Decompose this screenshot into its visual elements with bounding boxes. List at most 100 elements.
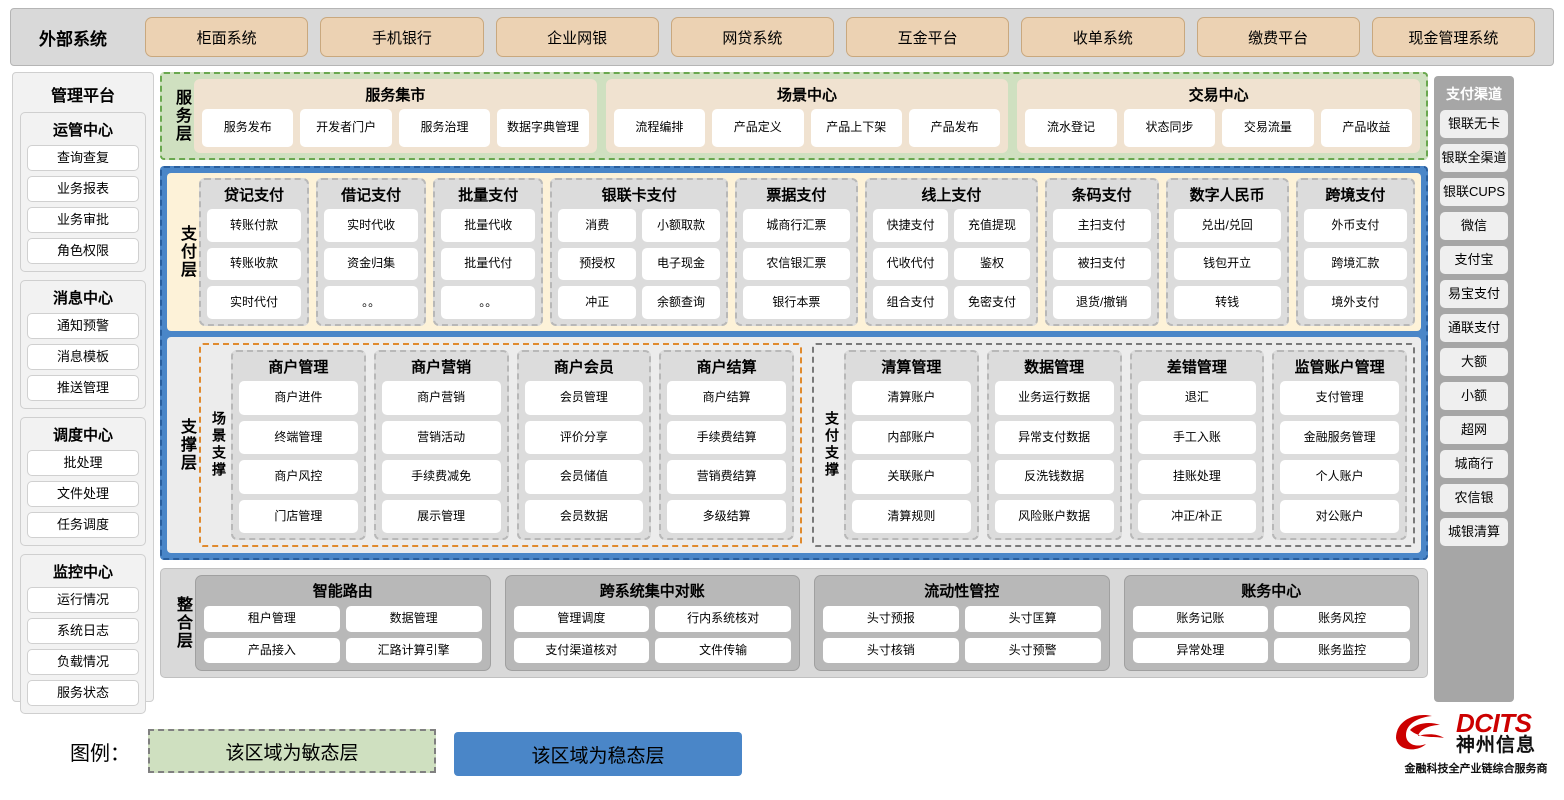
payment-item[interactable]: 消费 [558,209,637,242]
support-item[interactable]: 营销活动 [381,420,501,454]
support-item[interactable]: 展示管理 [381,499,501,533]
payment-item[interactable]: 转钱 [1173,286,1281,320]
service-item[interactable]: 服务发布 [202,109,294,147]
management-item[interactable]: 角色权限 [27,238,139,264]
payment-channel-item[interactable]: 易宝支付 [1440,280,1508,308]
service-item[interactable]: 开发者门户 [300,109,392,147]
management-item[interactable]: 业务报表 [27,176,139,202]
payment-channel-item[interactable]: 大额 [1440,348,1508,376]
support-item[interactable]: 反洗钱数据 [994,460,1114,494]
service-item[interactable]: 产品收益 [1320,109,1413,147]
management-item[interactable]: 文件处理 [27,481,139,507]
external-system-item[interactable]: 企业网银 [495,17,659,57]
support-item[interactable]: 手工入账 [1137,420,1257,454]
management-item[interactable]: 业务审批 [27,207,139,233]
management-item[interactable]: 批处理 [27,450,139,476]
support-item[interactable]: 对公账户 [1280,499,1399,533]
integration-item[interactable]: 支付渠道核对 [513,637,650,663]
support-item[interactable]: 多级结算 [667,499,786,533]
payment-channel-item[interactable]: 农信银 [1440,484,1508,512]
support-item[interactable]: 业务运行数据 [994,381,1114,415]
payment-item[interactable]: 外币支付 [1303,209,1407,242]
support-item[interactable]: 会员数据 [524,499,644,533]
payment-item[interactable]: 转账收款 [207,247,302,281]
service-item[interactable]: 产品定义 [712,109,804,147]
support-item[interactable]: 金融服务管理 [1280,420,1399,454]
payment-channel-item[interactable]: 支付宝 [1440,246,1508,274]
payment-item[interactable]: 境外支付 [1303,286,1407,320]
integration-item[interactable]: 账务风控 [1274,606,1410,632]
external-system-item[interactable]: 缴费平台 [1196,17,1360,57]
integration-item[interactable]: 行内系统核对 [655,606,791,632]
support-item[interactable]: 商户结算 [667,381,786,415]
support-item[interactable]: 会员储值 [524,460,644,494]
payment-item[interactable]: 。。 [441,286,536,320]
payment-channel-item[interactable]: 超网 [1440,416,1508,444]
service-item[interactable]: 产品发布 [908,109,1001,147]
integration-item[interactable]: 头寸匡算 [964,606,1101,632]
support-item[interactable]: 评价分享 [524,420,644,454]
payment-item[interactable]: 资金归集 [324,247,419,281]
payment-channel-item[interactable]: 银联无卡 [1440,110,1508,138]
payment-item[interactable]: 退货/撤销 [1052,286,1151,320]
integration-item[interactable]: 头寸核销 [823,637,959,663]
external-system-item[interactable]: 手机银行 [320,17,484,57]
payment-item[interactable]: 冲正 [558,286,637,320]
payment-item[interactable]: 转账付款 [207,209,302,242]
support-item[interactable]: 退汇 [1137,381,1257,415]
payment-item[interactable]: 组合支付 [872,286,949,320]
payment-item[interactable]: 跨境汇款 [1303,247,1407,281]
integration-item[interactable]: 文件传输 [655,637,791,663]
support-item[interactable]: 支付管理 [1280,381,1399,415]
support-item[interactable]: 商户进件 [239,381,358,415]
integration-item[interactable]: 汇路计算引擎 [345,637,482,663]
management-item[interactable]: 查询查复 [27,145,139,171]
payment-item[interactable]: 钱包开立 [1173,247,1281,281]
payment-item[interactable]: 城商行汇票 [742,209,850,242]
payment-item[interactable]: 兑出/兑回 [1173,209,1281,242]
payment-channel-item[interactable]: 城银清算 [1440,518,1508,546]
payment-item[interactable]: 电子现金 [642,247,720,281]
integration-item[interactable]: 产品接入 [204,637,340,663]
integration-item[interactable]: 异常处理 [1132,637,1269,663]
service-item[interactable]: 流程编排 [613,109,706,147]
external-system-item[interactable]: 柜面系统 [145,17,309,57]
service-item[interactable]: 交易流量 [1222,109,1314,147]
payment-item[interactable]: 代收代付 [872,247,949,281]
support-item[interactable]: 风险账户数据 [994,499,1114,533]
external-system-item[interactable]: 网贷系统 [670,17,834,57]
support-item[interactable]: 清算规则 [852,499,971,533]
support-item[interactable]: 内部账户 [852,420,971,454]
service-item[interactable]: 流水登记 [1025,109,1117,147]
payment-item[interactable]: 批量代收 [441,209,536,242]
support-item[interactable]: 终端管理 [239,420,358,454]
payment-channel-item[interactable]: 城商行 [1440,450,1508,478]
payment-item[interactable]: 免密支付 [954,286,1030,320]
integration-item[interactable]: 头寸预警 [964,637,1101,663]
payment-item[interactable]: 被扫支付 [1052,247,1151,281]
payment-item[interactable]: 充值提现 [954,209,1030,242]
payment-channel-item[interactable]: 微信 [1440,212,1508,240]
integration-item[interactable]: 租户管理 [204,606,340,632]
payment-item[interactable]: 小额取款 [642,209,720,242]
payment-item[interactable]: 银行本票 [742,286,850,320]
support-item[interactable]: 异常支付数据 [994,420,1114,454]
payment-item[interactable]: 实时代收 [324,209,419,242]
management-item[interactable]: 通知预警 [27,313,139,339]
support-item[interactable]: 个人账户 [1280,460,1399,494]
management-item[interactable]: 负载情况 [27,649,139,675]
management-item[interactable]: 服务状态 [27,680,139,706]
support-item[interactable]: 会员管理 [524,381,644,415]
support-item[interactable]: 商户风控 [239,460,358,494]
integration-item[interactable]: 账务监控 [1274,637,1410,663]
support-item[interactable]: 手续费减免 [381,460,501,494]
management-item[interactable]: 任务调度 [27,512,139,538]
payment-item[interactable]: 余额查询 [642,286,720,320]
service-item[interactable]: 状态同步 [1123,109,1216,147]
payment-item[interactable]: 鉴权 [954,247,1030,281]
support-item[interactable]: 清算账户 [852,381,971,415]
integration-item[interactable]: 数据管理 [345,606,482,632]
external-system-item[interactable]: 收单系统 [1021,17,1185,57]
support-item[interactable]: 手续费结算 [667,420,786,454]
integration-item[interactable]: 账务记账 [1132,606,1269,632]
